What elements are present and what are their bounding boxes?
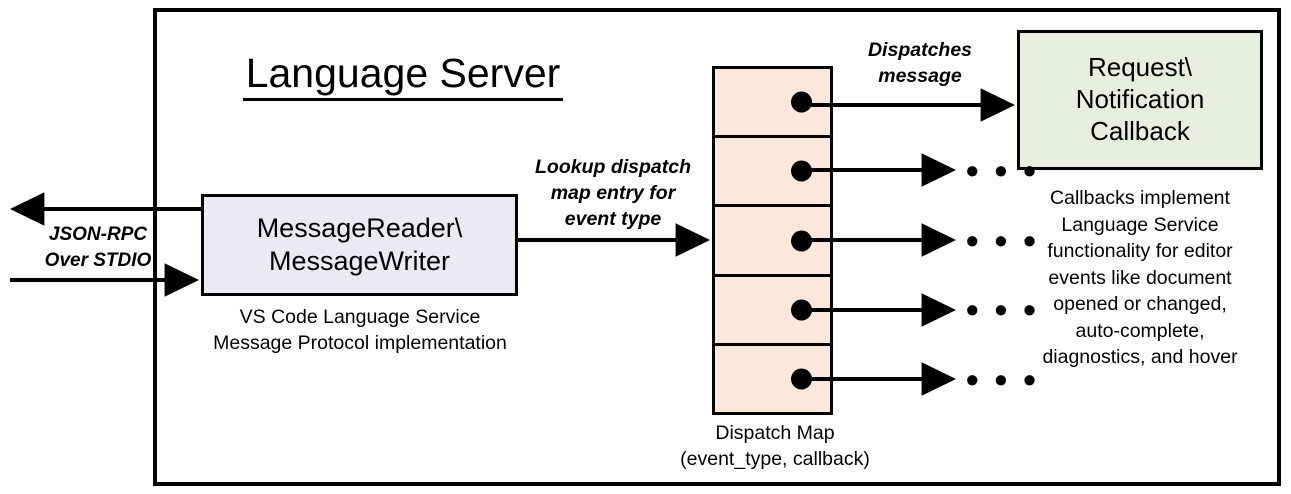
language-server-container (153, 8, 1281, 486)
dispatches-label-line1: Dispatches (867, 39, 973, 61)
dispatch-map-caption-line2: (event_type, callback) (680, 447, 870, 470)
callback-caption-line2: Language Service (1061, 213, 1219, 236)
callback-caption: Callbacks implement Language Service fun… (1005, 185, 1275, 371)
dispatch-map-row[interactable] (715, 69, 830, 139)
json-rpc-label-line1: JSON-RPC (48, 224, 148, 245)
callback-dot-icon (791, 160, 812, 182)
callback-line2: Notification (1075, 84, 1205, 115)
message-reader-writer-box[interactable]: MessageReader\ MessageWriter (201, 194, 518, 296)
dispatch-map-row[interactable] (715, 346, 830, 412)
callback-dot-icon (791, 299, 812, 321)
dispatch-map-caption-line1: Dispatch Map (715, 422, 835, 444)
message-reader-caption-line2: Message Protocol implementation (213, 331, 507, 354)
callback-caption-line7: diagnostics, and hover (1042, 346, 1238, 369)
lookup-label-line3: event type (564, 207, 662, 230)
dispatch-map-caption: Dispatch Map (event_type, callback) (655, 421, 895, 473)
callback-caption-line5: opened or changed, (1053, 293, 1227, 316)
dispatches-message-label: Dispatches message (835, 38, 1005, 90)
lookup-label-line1: Lookup dispatch (535, 156, 691, 178)
lookup-dispatch-label: Lookup dispatch map entry for event type (518, 155, 708, 233)
callback-caption-line4: events like document (1048, 266, 1232, 289)
callback-box-label: Request\ Notification Callback (1076, 52, 1205, 147)
callback-caption-line1: Callbacks implement (1050, 187, 1230, 209)
row-3-more-ellipsis: • • • (966, 220, 1039, 261)
callback-caption-line3: functionality for editor (1047, 240, 1233, 263)
message-reader-caption: VS Code Language Service Message Protoco… (185, 305, 535, 357)
dispatch-map-table[interactable] (712, 66, 833, 415)
message-reader-writer-label: MessageReader\ MessageWriter (257, 212, 463, 278)
callback-line3: Callback (1090, 115, 1190, 146)
lookup-label-line2: map entry for (550, 181, 676, 204)
callback-dot-icon (791, 91, 812, 113)
dispatch-map-row[interactable] (715, 277, 830, 346)
request-notification-callback-box[interactable]: Request\ Notification Callback (1017, 30, 1263, 170)
message-reader-line2: MessageWriter (268, 246, 451, 276)
row-4-more-ellipsis: • • • (966, 289, 1039, 330)
dispatch-map-row[interactable] (715, 207, 830, 277)
callback-dot-icon (791, 230, 812, 251)
page-title: Language Server (243, 51, 563, 102)
callback-caption-line6: auto-complete, (1075, 319, 1205, 342)
row-2-more-ellipsis: • • • (966, 150, 1039, 191)
json-rpc-label-line2: Over STDIO (44, 249, 152, 271)
dispatches-label-line2: message (878, 64, 962, 87)
row-5-more-ellipsis: • • • (966, 359, 1039, 400)
message-reader-line1: MessageReader\ (256, 213, 463, 244)
message-reader-caption-line1: VS Code Language Service (239, 306, 481, 328)
callback-line1: Request\ (1087, 52, 1193, 83)
json-rpc-label: JSON-RPC Over STDIO (28, 222, 168, 273)
dispatch-map-row[interactable] (715, 138, 830, 208)
callback-dot-icon (791, 368, 812, 390)
